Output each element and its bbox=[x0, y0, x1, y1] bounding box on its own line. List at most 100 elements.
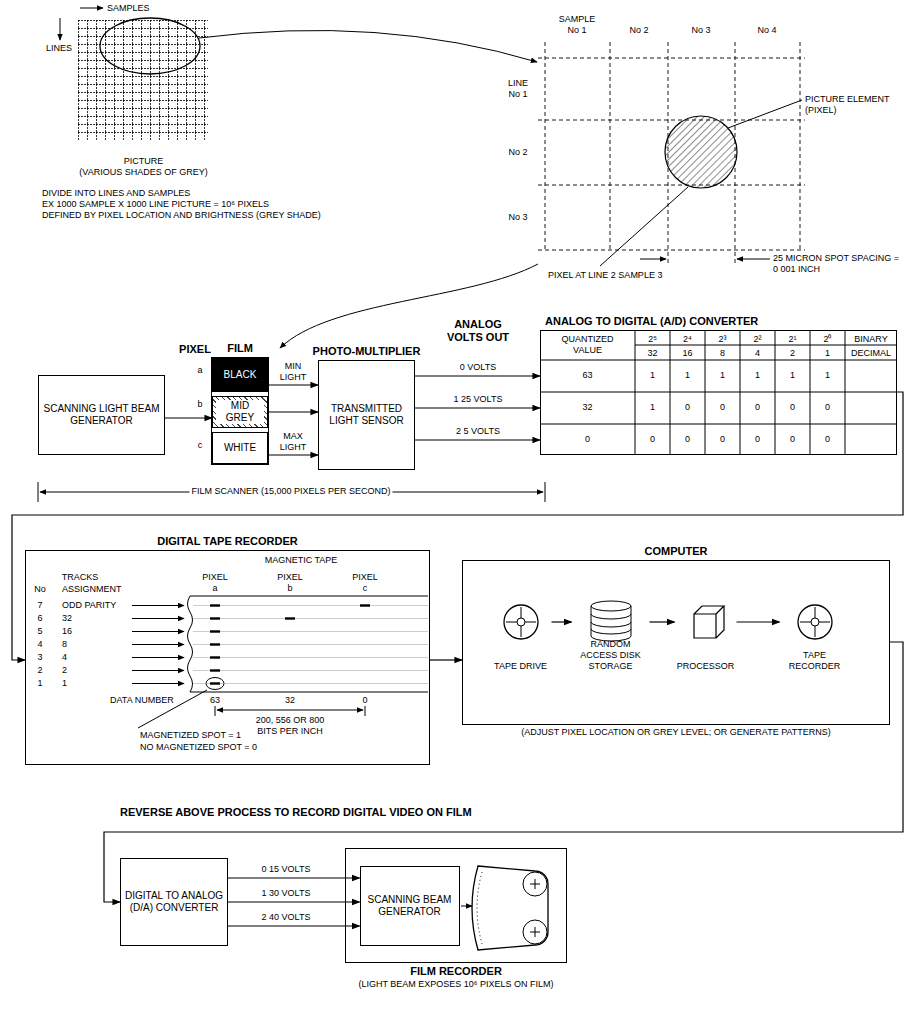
label: DECIMAL bbox=[851, 348, 891, 359]
label: 7 bbox=[37, 600, 42, 611]
label: 1 bbox=[650, 402, 655, 413]
node-title: ANALOG TO DIGITAL (A/D) CONVERTER bbox=[545, 315, 758, 328]
connector-label: 0 VOLTS bbox=[459, 362, 497, 373]
node-title: MID GREY bbox=[216, 400, 264, 424]
drawing-stroke bbox=[798, 605, 832, 639]
drawing-stroke bbox=[38, 8, 897, 950]
label: QUANTIZED VALUE bbox=[548, 334, 628, 356]
label: 0 bbox=[825, 434, 830, 445]
drawing-stroke bbox=[800, 607, 830, 637]
node-title: PHOTO-MULTIPLIER bbox=[313, 345, 421, 358]
node-text: (VARIOUS SHADES OF GREY) bbox=[79, 167, 207, 178]
label: 2⁰ bbox=[823, 334, 831, 345]
label: PIXEL bbox=[277, 572, 303, 583]
label: 2⁴ bbox=[683, 334, 692, 345]
label: No 2 bbox=[508, 147, 527, 158]
connector bbox=[737, 621, 780, 622]
drawing-stroke bbox=[477, 872, 482, 944]
node-title: FILM bbox=[227, 342, 253, 355]
label: PICTURE ELEMENT (PIXEL) bbox=[805, 94, 901, 116]
connector bbox=[430, 659, 462, 660]
label: 0 bbox=[685, 434, 690, 445]
drawing-stroke bbox=[472, 866, 548, 950]
label: ASSIGNMENT bbox=[62, 584, 122, 595]
converter-box: DIGITAL TO ANALOG (D/A) CONVERTER bbox=[120, 858, 228, 946]
magnetized-spot bbox=[360, 604, 370, 606]
node-text: TRANSMITTED LIGHT SENSOR bbox=[322, 403, 411, 427]
label: 1 bbox=[62, 678, 67, 689]
label: 32 bbox=[647, 348, 657, 359]
film-strip: FILMBLACKMID GREYWHITE bbox=[211, 357, 269, 465]
label: b bbox=[287, 583, 292, 594]
drawing-stroke bbox=[545, 42, 800, 264]
node-title: COMPUTER bbox=[645, 545, 708, 558]
label: 0 bbox=[790, 434, 795, 445]
label: SAMPLE No 1 bbox=[557, 14, 597, 36]
label: 4 bbox=[37, 639, 42, 650]
label: 5 bbox=[37, 626, 42, 637]
sensor-box: PHOTO-MULTIPLIERTRANSMITTED LIGHT SENSOR bbox=[318, 360, 415, 470]
film-pixel: MID GREY bbox=[212, 396, 268, 428]
connector bbox=[228, 901, 360, 902]
label: 63 bbox=[582, 370, 592, 381]
picture-grid bbox=[60, 8, 537, 140]
node-title: PICTURE bbox=[124, 156, 164, 167]
drawing-stroke bbox=[811, 618, 819, 626]
tape-track bbox=[193, 657, 428, 658]
connector-label: 2 40 VOLTS bbox=[261, 912, 312, 923]
generator-box: SCANNING BEAM GENERATOR bbox=[360, 866, 460, 946]
label: TRACKS bbox=[62, 572, 99, 583]
track-arrow bbox=[132, 657, 184, 658]
label: 0 bbox=[825, 402, 830, 413]
label: EX 1000 SAMPLE X 1000 LINE PICTURE = 10⁶… bbox=[42, 199, 269, 210]
node-title: DIGITAL TAPE RECORDER bbox=[157, 535, 298, 548]
drawing-stroke bbox=[280, 264, 538, 348]
node-title: DIGITAL TO ANALOG (D/A) CONVERTER bbox=[124, 890, 224, 914]
label: 4 bbox=[755, 348, 760, 359]
node-text: (ADJUST PIXEL LOCATION OR GREY LEVEL; OR… bbox=[521, 727, 831, 738]
magnetized-spot bbox=[210, 656, 220, 658]
label: c bbox=[363, 583, 368, 594]
node-title: FILM RECORDER bbox=[410, 965, 502, 978]
drawing-stroke bbox=[60, 18, 61, 40]
connector bbox=[228, 877, 360, 878]
drawing-stroke bbox=[591, 614, 631, 634]
label: 1 bbox=[825, 370, 830, 381]
label: ODD PARITY bbox=[62, 600, 116, 611]
device-icon: TAPE DRIVE bbox=[490, 600, 552, 674]
connector-label: MIN LIGHT bbox=[277, 361, 309, 383]
drawing-stroke bbox=[504, 605, 538, 639]
label: a bbox=[197, 365, 202, 376]
label: 1 bbox=[790, 370, 795, 381]
connector bbox=[552, 621, 572, 622]
drawing-stroke bbox=[188, 596, 429, 692]
pixel-grid bbox=[280, 42, 805, 348]
film-pixel: WHITE bbox=[212, 432, 268, 464]
connector bbox=[268, 454, 318, 455]
drawing-stroke bbox=[38, 482, 545, 502]
magnetized-spot bbox=[210, 682, 220, 684]
label: 2 bbox=[37, 665, 42, 676]
node-text: (LIGHT BEAM EXPOSES 10⁶ PIXELS ON FILM) bbox=[358, 979, 553, 990]
label: 0 bbox=[755, 402, 760, 413]
label: 63 bbox=[210, 695, 220, 706]
label: 0 bbox=[720, 434, 725, 445]
computer-icons bbox=[504, 601, 832, 641]
label: PIXEL AT LINE 2 SAMPLE 3 bbox=[548, 270, 662, 281]
label: No 3 bbox=[508, 212, 527, 223]
label: 6 bbox=[37, 613, 42, 624]
picture-panel: PICTURE(VARIOUS SHADES OF GREY) bbox=[75, 18, 212, 180]
node-text: MAGNETIC TAPE bbox=[265, 555, 338, 566]
label: 0 bbox=[685, 402, 690, 413]
label: LINE No 1 bbox=[503, 78, 533, 100]
label: 1 bbox=[650, 370, 655, 381]
label: DIVIDE INTO LINES AND SAMPLES bbox=[42, 188, 190, 199]
label: 2 bbox=[790, 348, 795, 359]
track-arrow bbox=[132, 644, 184, 645]
film-pixel: BLACK bbox=[212, 358, 268, 392]
label: 16 bbox=[62, 626, 72, 637]
track-arrow bbox=[132, 670, 184, 671]
connector bbox=[650, 621, 675, 622]
drawing-stroke bbox=[506, 607, 536, 637]
